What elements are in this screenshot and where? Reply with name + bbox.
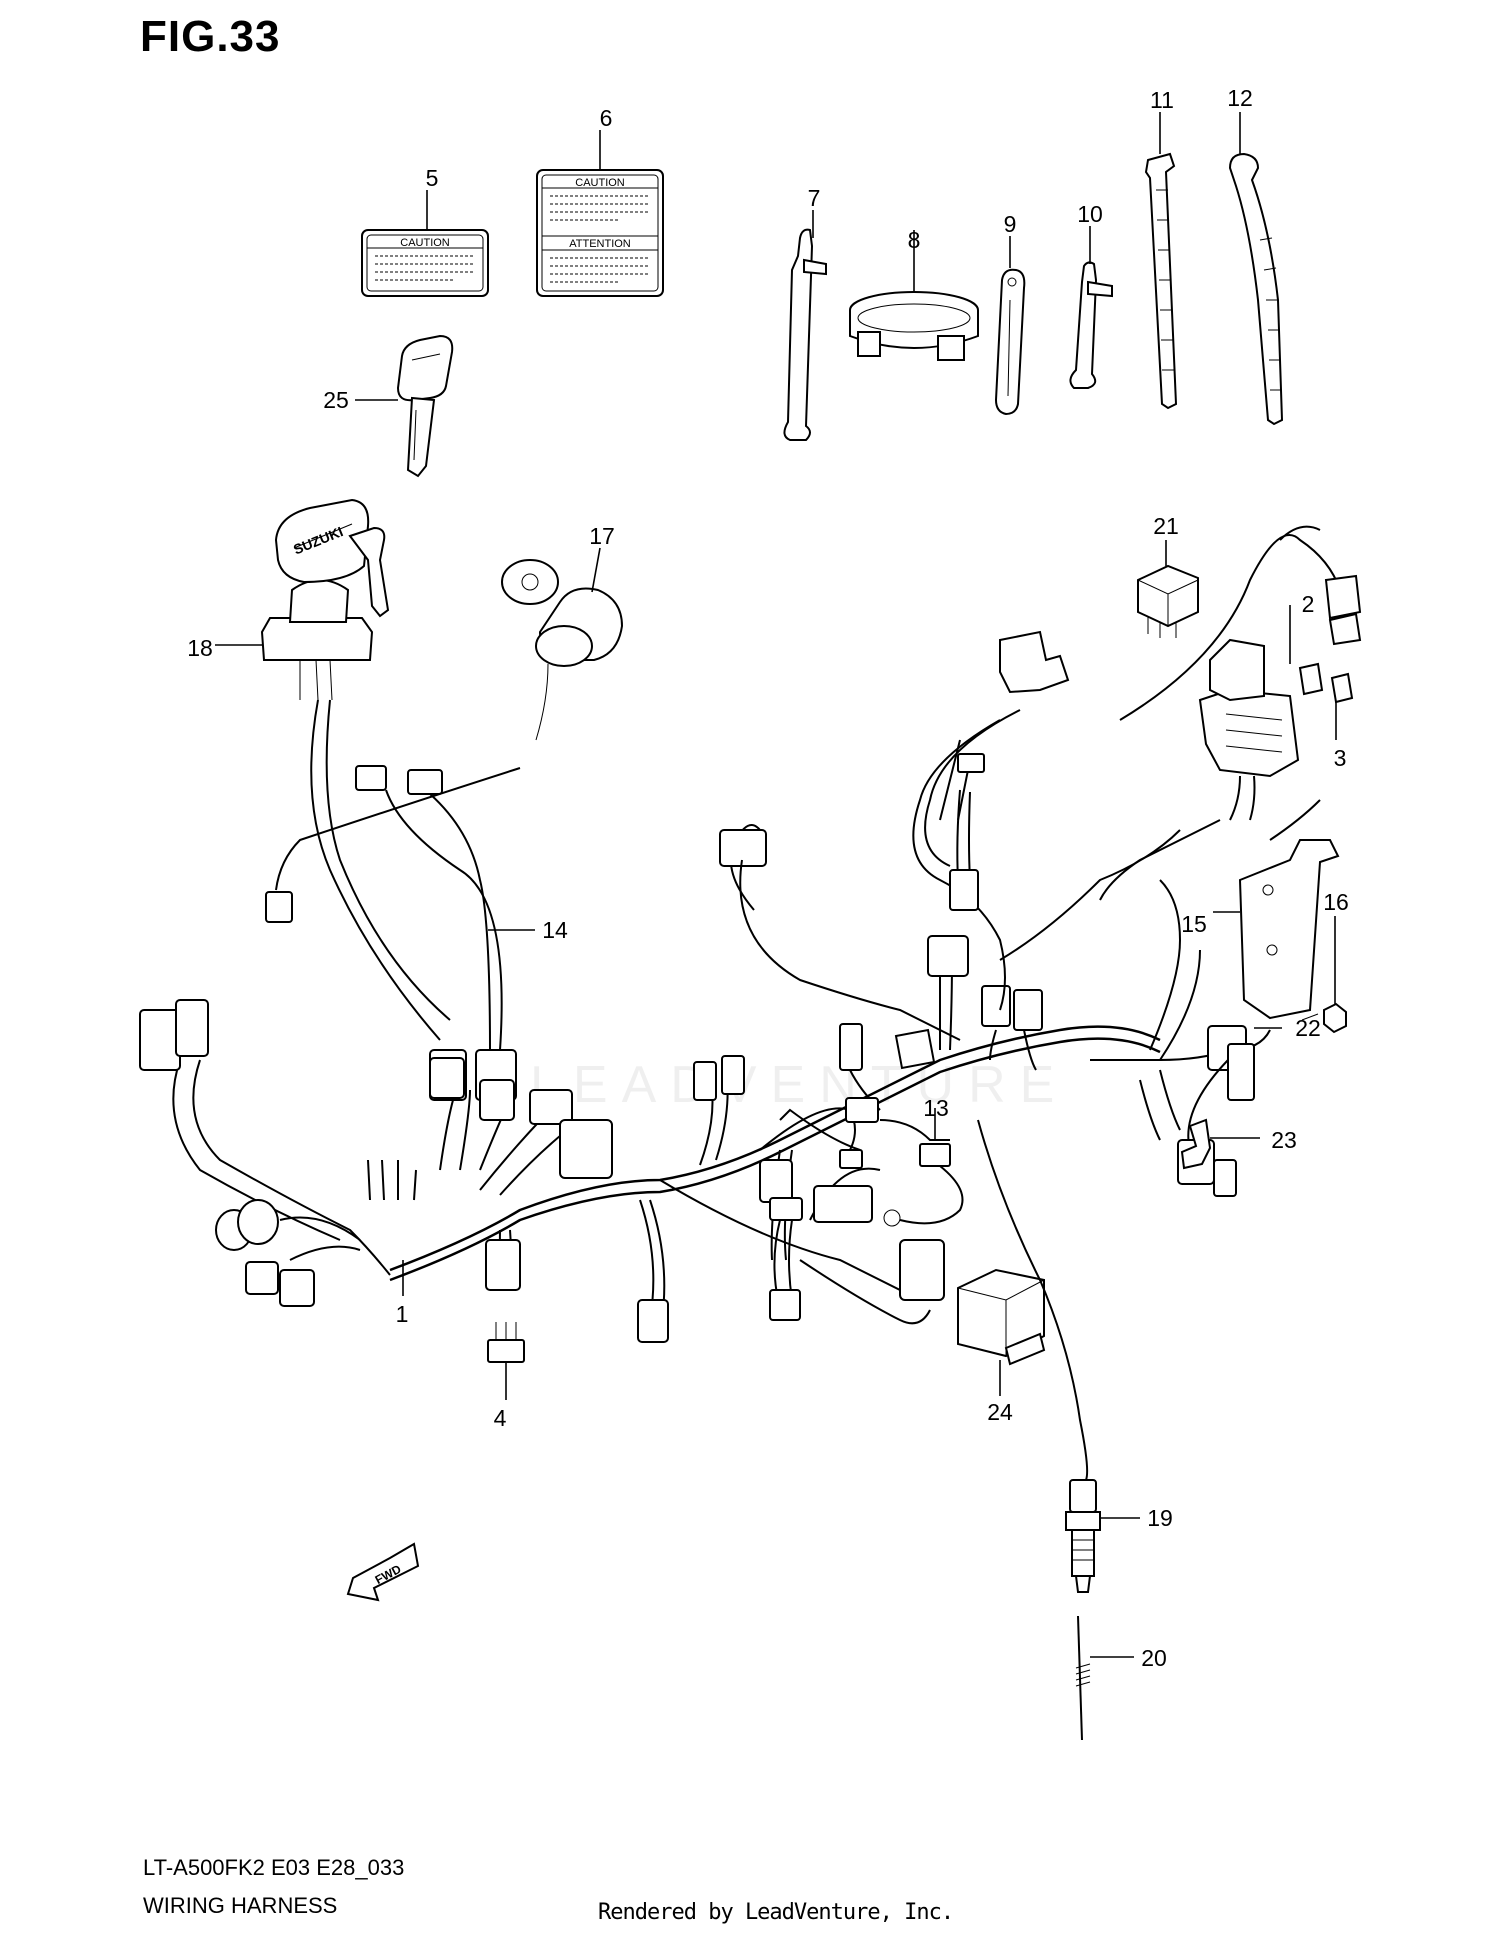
callout-8: 8 [908,227,921,253]
harness-connector-top-right [1119,525,1362,721]
fuse-box [1099,638,1354,901]
cable-tie-11 [1144,152,1178,410]
watermark: LEADVENTURE [530,1056,1069,1114]
callout-23: 23 [1271,1127,1297,1153]
callout-21: 21 [1153,513,1179,539]
bracket-23 [1180,1118,1212,1170]
decal-attention-text: ATTENTION [569,238,631,250]
mounting-bracket-15 [1238,839,1340,1020]
callout-16: 16 [1323,889,1349,915]
connector-22 [1177,1025,1255,1197]
connector-4 [487,1322,525,1363]
bolt-16 [1301,1002,1347,1034]
figure-title: FIG.33 [140,12,281,61]
callout-2: 2 [1302,591,1315,617]
main-wiring-harness [139,630,1271,1343]
callout-11: 11 [1150,87,1174,113]
ignition-switch: SUZUKI [260,498,390,701]
strap-clamp-9 [994,268,1026,416]
wire-clamp-10 [1069,261,1113,389]
section-name: WIRING HARNESS [143,1893,338,1918]
callout-6: 6 [600,105,613,131]
callout-7: 7 [808,185,821,211]
callout-15: 15 [1181,911,1207,937]
wire-clamp-7 [783,228,827,441]
caution-attention-decal: CAUTION ATTENTION [536,169,664,297]
callout-18: 18 [187,635,213,661]
sub-harness-14 [265,699,521,1101]
callout-3: 3 [1334,745,1347,771]
render-credit: Rendered by LeadVenture, Inc. [598,1900,954,1925]
callout-17: 17 [589,523,615,549]
callout-19: 19 [1147,1505,1173,1531]
callout-1: 1 [396,1301,409,1327]
sensor-lead-20 [1075,1615,1091,1741]
decal-caution-text: CAUTION [400,237,450,249]
caution-decal-small: CAUTION [361,229,489,297]
control-unit-24 [957,1268,1046,1366]
callout-labels: 1 2 3 4 5 6 7 8 9 10 11 12 13 14 15 16 1… [187,85,1349,1671]
callout-10: 10 [1077,201,1103,227]
callout-25: 25 [323,387,349,413]
decal-caution-text-2: CAUTION [575,177,625,189]
ignition-key [396,334,454,478]
ground-lead-13 [879,1119,964,1227]
callout-20: 20 [1141,1645,1167,1671]
cable-tie-12 [1228,152,1284,426]
accessory-socket [501,559,624,741]
model-code: LT-A500FK2 E03 E28_033 [143,1855,405,1880]
callout-24: 24 [987,1399,1013,1425]
callout-22: 22 [1295,1015,1321,1041]
forward-direction-arrow: FWD [346,1542,420,1602]
callout-5: 5 [426,165,439,191]
oxygen-sensor [977,1119,1101,1593]
relay-21 [1137,564,1199,638]
callout-9: 9 [1004,211,1017,237]
callout-14: 14 [542,917,568,943]
callout-4: 4 [494,1405,507,1431]
ring-clamp-8 [849,291,979,361]
callout-12: 12 [1227,85,1253,111]
callout-13: 13 [923,1095,949,1121]
